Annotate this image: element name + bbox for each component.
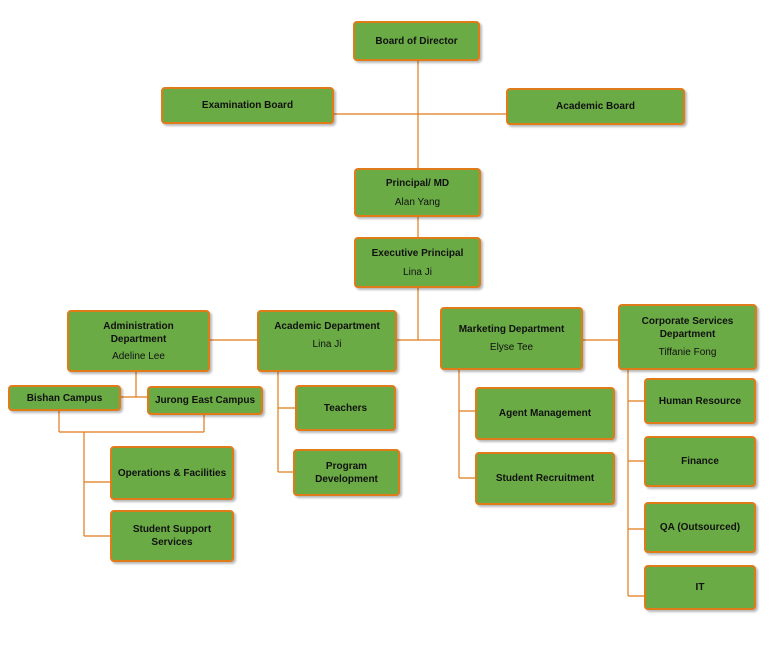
node-board-of-director: Board of Director	[353, 21, 480, 61]
node-title: QA (Outsourced)	[659, 522, 741, 533]
node-title: Human Resource	[658, 395, 742, 407]
node-student-recruitment: Student Recruitment	[475, 452, 615, 505]
node-bishan-campus: Bishan Campus	[8, 385, 121, 411]
node-finance: Finance	[644, 436, 756, 487]
node-teachers: Teachers	[295, 385, 396, 431]
node-administration-department: Administration Department Adeline Lee	[67, 310, 210, 372]
node-examination-board: Examination Board	[161, 87, 334, 124]
node-title: Student Recruitment	[495, 473, 595, 484]
node-program-development: Program Development	[293, 449, 400, 496]
node-title: Operations & Facilities	[117, 467, 227, 479]
node-title: Bishan Campus	[26, 392, 103, 404]
node-person: Alan Yang	[394, 196, 441, 208]
node-title: IT	[695, 582, 705, 593]
node-executive-principal: Executive Principal Lina Ji	[354, 237, 481, 288]
node-person: Lina Ji	[403, 266, 432, 278]
node-marketing-department: Marketing Department Elyse Tee	[440, 307, 583, 370]
node-person: Tiffanie Fong	[658, 347, 717, 358]
node-title: Academic Board	[556, 101, 635, 112]
node-person: Lina Ji	[312, 339, 342, 350]
node-title: Board of Director	[375, 35, 458, 47]
node-title: Jurong East Campus	[154, 395, 256, 406]
node-qa-outsourced: QA (Outsourced)	[644, 502, 756, 553]
node-title: Executive Principal	[371, 247, 464, 259]
node-agent-management: Agent Management	[475, 387, 615, 440]
node-title: Finance	[681, 456, 719, 467]
node-it: IT	[644, 565, 756, 610]
node-title: Program Development	[315, 460, 378, 485]
node-academic-board: Academic Board	[506, 88, 685, 125]
node-title: Teachers	[323, 402, 368, 414]
node-operations-facilities: Operations & Facilities	[110, 446, 234, 500]
node-academic-department: Academic Department Lina Ji	[257, 310, 397, 372]
node-student-support-services: Student Support Services	[110, 510, 234, 562]
node-principal: Principal/ MD Alan Yang	[354, 168, 481, 217]
node-title: Principal/ MD	[385, 177, 450, 189]
node-title: Academic Department	[274, 321, 380, 332]
node-corporate-services-department: Corporate Services Department Tiffanie F…	[618, 304, 757, 370]
node-title: Corporate Services Department	[641, 316, 734, 340]
node-title: Agent Management	[498, 408, 592, 419]
node-title: Student Support Services	[132, 524, 212, 548]
node-jurong-east-campus: Jurong East Campus	[147, 386, 263, 415]
node-person: Elyse Tee	[489, 342, 534, 353]
node-title: Examination Board	[201, 100, 294, 111]
node-person: Adeline Lee	[112, 351, 165, 362]
node-title: Administration Department	[103, 321, 174, 345]
node-title: Marketing Department	[458, 324, 565, 335]
node-human-resource: Human Resource	[644, 378, 756, 424]
